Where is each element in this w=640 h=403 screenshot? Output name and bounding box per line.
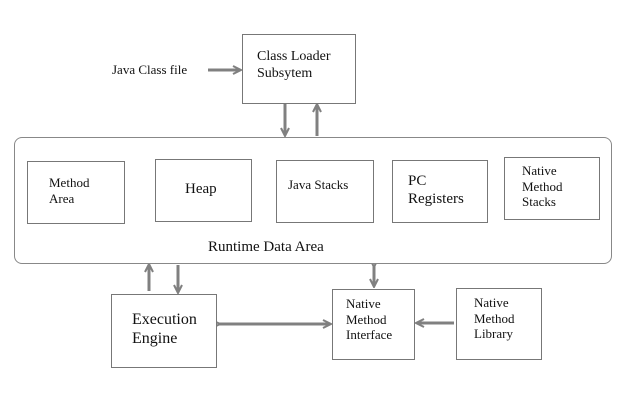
pc-registers-box: PC Registers xyxy=(392,160,488,223)
execution-engine-label: Execution Engine xyxy=(132,311,197,348)
native-method-stacks-box: Native Method Stacks xyxy=(504,157,600,220)
execution-engine-box: Execution Engine xyxy=(111,294,217,368)
class-loader-subsystem-label: Class Loader Subsytem xyxy=(257,49,331,81)
method-area-box: Method Area xyxy=(27,161,125,224)
native-method-interface-box: Native Method Interface xyxy=(332,289,415,360)
native-method-library-box: Native Method Library xyxy=(456,288,542,360)
java-stacks-label: Java Stacks xyxy=(288,177,349,192)
heap-label: Heap xyxy=(185,181,217,197)
heap-box: Heap xyxy=(155,159,252,222)
native-method-interface-label: Native Method Interface xyxy=(346,296,393,343)
native-method-stacks-label: Native Method Stacks xyxy=(522,163,563,210)
runtime-data-area-label: Runtime Data Area xyxy=(208,239,324,255)
class-loader-subsystem-box: Class Loader Subsytem xyxy=(242,34,356,104)
java-class-file-label: Java Class file xyxy=(112,62,188,77)
java-stacks-box: Java Stacks xyxy=(276,160,374,223)
pc-registers-label: PC Registers xyxy=(408,173,464,207)
native-method-library-label: Native Method Library xyxy=(474,295,515,342)
method-area-label: Method Area xyxy=(49,175,90,206)
